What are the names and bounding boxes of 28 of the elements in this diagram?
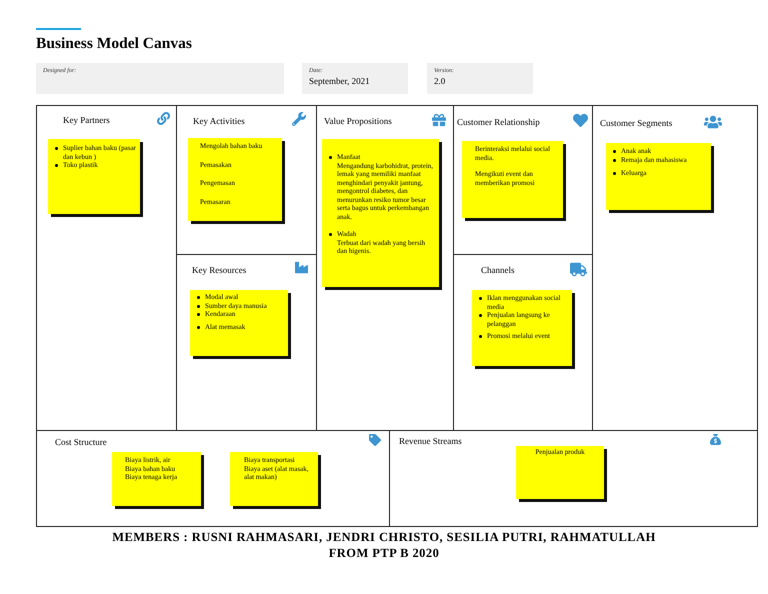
canvas-section <box>36 105 177 431</box>
sticky-note <box>472 290 572 366</box>
page-title: Business Model Canvas <box>36 35 192 53</box>
section-heading: Key Resources <box>192 265 246 276</box>
canvas-section <box>36 430 390 527</box>
field-value: 2.0 <box>434 76 446 87</box>
sticky-note <box>188 138 282 221</box>
section-heading: Key Partners <box>63 115 110 126</box>
sticky-note <box>462 141 563 218</box>
section-heading: Customer Relationship <box>457 117 540 128</box>
sticky-note <box>606 143 711 210</box>
footer-text: FROM PTP B 2020 <box>328 546 440 560</box>
sticky-note <box>190 290 288 356</box>
section-heading: Revenue Streams <box>399 436 462 447</box>
canvas-section <box>592 105 758 431</box>
section-heading: Channels <box>481 265 514 276</box>
field-value: September, 2021 <box>309 76 370 87</box>
section-heading: Cost Structure <box>55 437 107 448</box>
section-heading: Value Propositions <box>324 116 392 127</box>
section-heading: Customer Segments <box>600 118 672 129</box>
sticky-note <box>516 446 604 499</box>
sticky-note <box>322 139 439 287</box>
footer-text: MEMBERS : RUSNI RAHMASARI, JENDRI CHRISTO, SESILIA PUTRI, RAHMATULLAH <box>112 530 656 544</box>
sticky-note <box>112 452 201 506</box>
canvas-section <box>389 430 758 527</box>
section-heading: Key Activities <box>193 116 245 127</box>
sticky-note <box>48 139 140 214</box>
sticky-note <box>230 452 318 506</box>
